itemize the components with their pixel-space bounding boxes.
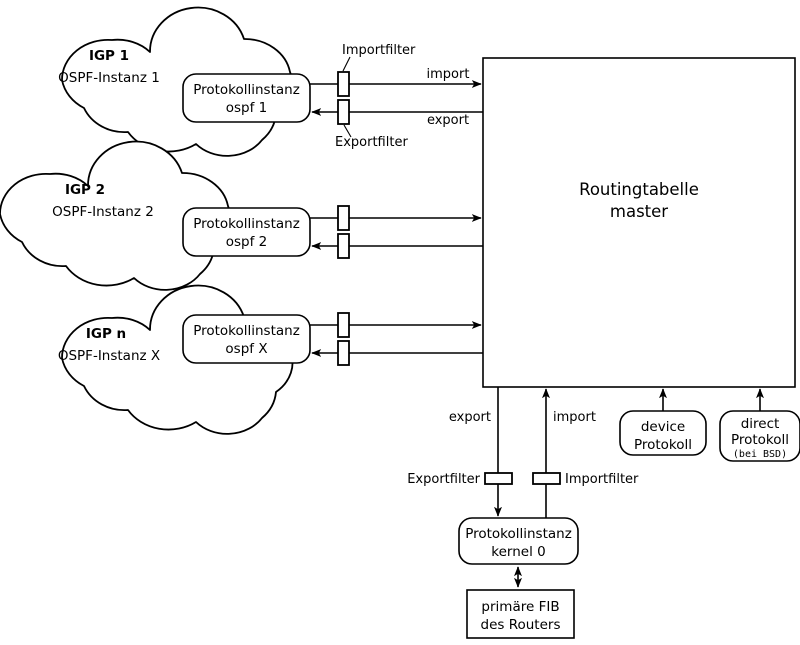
primary-fib-line2: des Routers xyxy=(481,617,561,633)
protocol-instance-ospf-x-line1: Protokollinstanz xyxy=(193,323,300,339)
protocol-instance-ospf-1-line1: Protokollinstanz xyxy=(193,82,300,98)
protocol-instance-ospf-x[interactable] xyxy=(182,314,311,364)
kernel-export-filter-label: Exportfilter xyxy=(407,472,480,487)
igp-cloud-1-subtitle: OSPF-Instanz 1 xyxy=(58,70,160,86)
protocol-instance-ospf-2-line1: Protokollinstanz xyxy=(193,216,300,232)
protocol-instance-ospf-1[interactable] xyxy=(182,73,311,123)
export-filter-box-1[interactable] xyxy=(337,99,350,125)
protocol-instance-kernel-0[interactable] xyxy=(458,517,579,565)
protocol-instance-ospf-2-line2: ospf 2 xyxy=(226,234,268,250)
igp-cloud-2 xyxy=(0,140,232,291)
export-filter-label-1: Exportfilter xyxy=(335,135,408,150)
kernel-import-filter-label: Importfilter xyxy=(565,472,639,487)
igp-row-2: IGP 2 OSPF-Instanz 2 Protokollinstanz os… xyxy=(0,140,483,291)
kernel-branch: export import Exportfilter Importfilter … xyxy=(407,387,639,639)
igp-cloud-2-title: IGP 2 xyxy=(65,182,105,198)
direct-protocol-line3: (bei BSD) xyxy=(733,449,787,460)
device-protocol-line1: device xyxy=(641,419,685,435)
routing-table-title-line2: master xyxy=(610,202,668,221)
igp-cloud-3-title: IGP n xyxy=(86,326,126,342)
igp-cloud-3-subtitle: OSPF-Instanz X xyxy=(58,348,160,364)
aux-protocol-device: device Protokoll xyxy=(619,388,707,456)
direct-protocol-line1: direct xyxy=(741,416,780,432)
igp-row-1: IGP 1 OSPF-Instanz 1 Protokollinstanz os… xyxy=(58,6,483,157)
igp-cloud-1-title: IGP 1 xyxy=(89,48,129,64)
export-edge-label-1: export xyxy=(427,113,469,128)
igp-cloud-2-subtitle: OSPF-Instanz 2 xyxy=(52,204,154,220)
export-filter-box-2[interactable] xyxy=(337,233,350,259)
import-filter-label-1: Importfilter xyxy=(342,43,416,58)
routing-table-master[interactable] xyxy=(482,57,796,388)
kernel-export-edge-label: export xyxy=(449,410,491,425)
import-filter-box-2[interactable] xyxy=(337,205,350,231)
igp-row-3: IGP n OSPF-Instanz X Protokollinstanz os… xyxy=(58,284,483,435)
import-filter-box-3[interactable] xyxy=(337,312,350,338)
device-protocol-line2: Protokoll xyxy=(634,437,692,453)
kernel-export-filter-box[interactable] xyxy=(484,472,513,485)
protocol-instance-ospf-x-line2: ospf X xyxy=(225,341,267,357)
protocol-instance-ospf-1-line2: ospf 1 xyxy=(226,100,268,116)
aux-protocol-direct: direct Protokoll (bei BSD) xyxy=(719,388,800,462)
protocol-instance-kernel-0-line2: kernel 0 xyxy=(491,544,545,560)
import-filter-leader-1 xyxy=(342,56,351,72)
import-edge-label-1: import xyxy=(427,67,470,82)
kernel-import-edge-label: import xyxy=(553,410,596,425)
device-protocol-box[interactable] xyxy=(619,410,707,456)
export-filter-box-3[interactable] xyxy=(337,340,350,366)
direct-protocol-box[interactable] xyxy=(719,410,800,462)
export-filter-leader-1 xyxy=(343,124,352,138)
import-filter-box-1[interactable] xyxy=(337,71,350,97)
protocol-instance-kernel-0-line1: Protokollinstanz xyxy=(465,526,572,542)
routing-table-title-line1: Routingtabelle xyxy=(579,180,699,199)
direct-protocol-line2: Protokoll xyxy=(731,432,789,448)
primary-fib-line1: primäre FIB xyxy=(481,599,559,615)
kernel-import-filter-box[interactable] xyxy=(532,472,561,485)
primary-fib-box[interactable] xyxy=(466,589,575,639)
protocol-instance-ospf-2[interactable] xyxy=(182,207,311,257)
